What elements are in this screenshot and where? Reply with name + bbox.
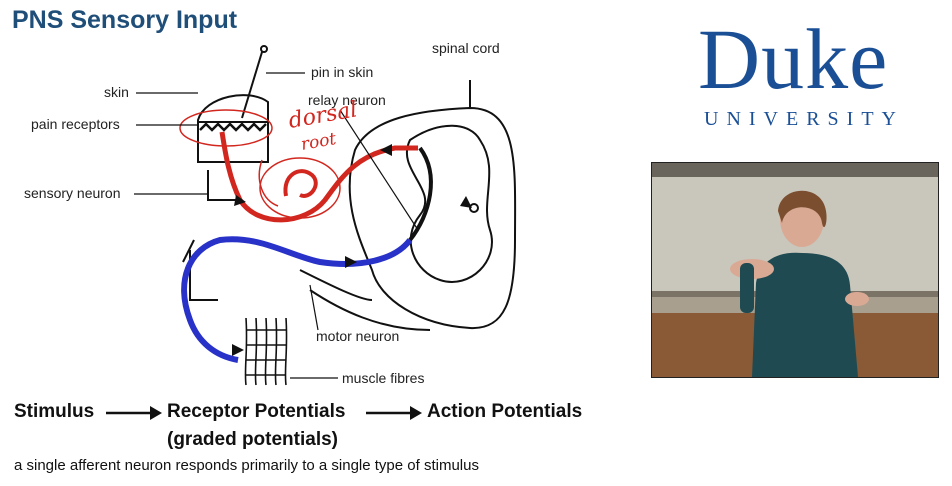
flow-arrow-2 <box>366 406 422 420</box>
pns-reflex-diagram: spinal cord skin pin in skin relay neuro… <box>24 40 517 386</box>
direction-arrows <box>232 144 472 356</box>
label-pain-receptors: pain receptors <box>31 116 120 132</box>
caption-text: a single afferent neuron responds primar… <box>14 457 479 474</box>
flow-stimulus: Stimulus <box>14 401 95 422</box>
label-sensory-neuron: sensory neuron <box>24 185 121 201</box>
motor-neuron-path <box>181 236 413 363</box>
logo-name: Duke <box>698 11 889 107</box>
flow-graded-potentials: (graded potentials) <box>167 429 339 450</box>
handwritten-dorsal: dorsal <box>287 97 360 134</box>
logo-subtitle: UNIVERSITY <box>704 108 904 130</box>
label-muscle-fibres: muscle fibres <box>342 370 424 386</box>
label-skin: skin <box>104 84 129 100</box>
lecturer-video <box>651 162 939 378</box>
flow-receptor-potentials: Receptor Potentials <box>167 401 346 422</box>
flow-action-potentials: Action Potentials <box>427 401 583 422</box>
duke-logo: Duke UNIVERSITY <box>690 10 940 135</box>
slide-title: PNS Sensory Input <box>12 6 238 34</box>
label-pin-in-skin: pin in skin <box>311 64 373 80</box>
relay-neuron-path <box>408 146 433 242</box>
label-spinal-cord: spinal cord <box>432 40 500 56</box>
muscle-fibres-drawing <box>244 317 288 386</box>
leader-lines <box>134 72 419 379</box>
label-relay-neuron: relay neuron <box>308 92 386 108</box>
skin-block <box>182 94 269 301</box>
label-motor-neuron: motor neuron <box>316 328 399 344</box>
handwritten-root: root <box>299 129 338 155</box>
flow-arrow-1 <box>106 406 162 420</box>
sensory-neuron-path <box>179 109 418 223</box>
lecturer-video-frame <box>652 163 938 377</box>
pin-drawing <box>241 45 268 119</box>
